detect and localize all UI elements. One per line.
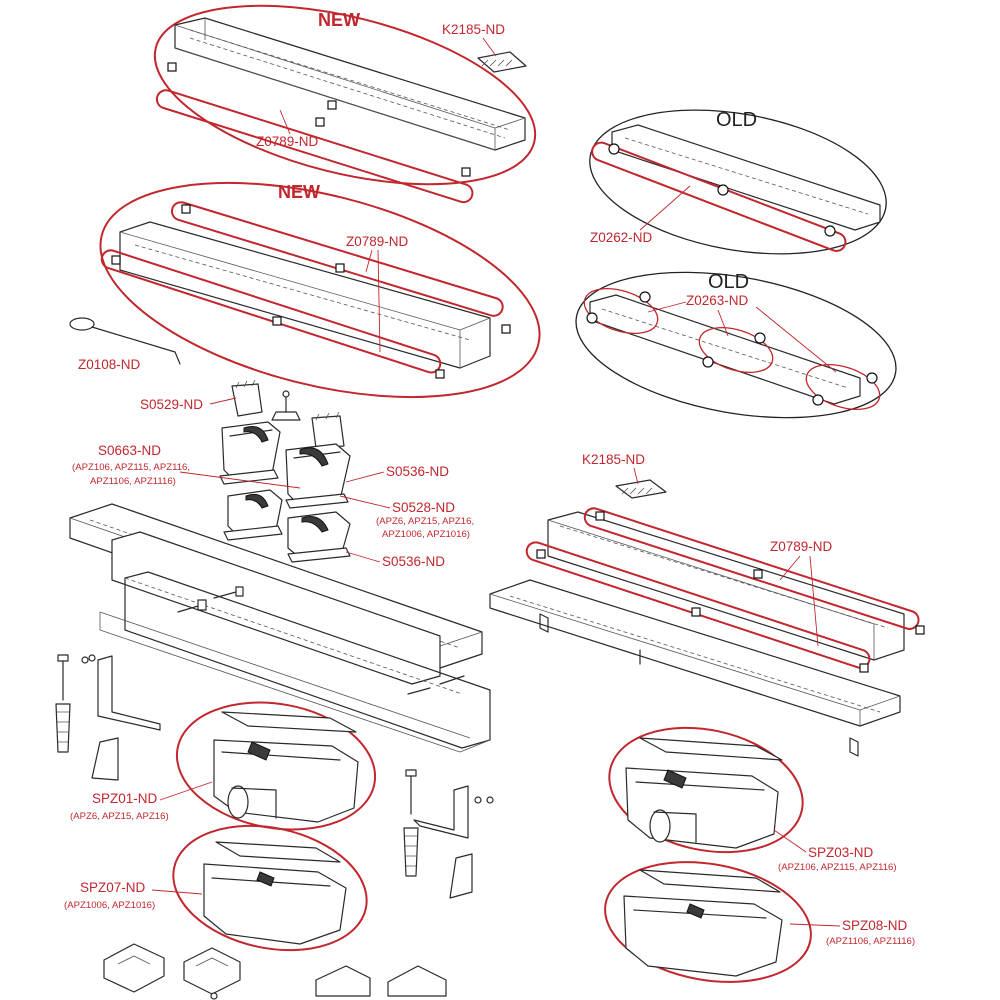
label-s0529: S0529-ND — [140, 397, 203, 412]
s0528-basket-lower-right — [287, 511, 351, 563]
s0536-basket-upper-left — [219, 421, 281, 485]
s0536-basket-upper-right — [285, 443, 351, 509]
k2185-pad-right — [615, 479, 667, 499]
label-s0536-a: S0536-ND — [386, 464, 449, 479]
anchor-left — [55, 703, 71, 753]
label-spz08-sub: (APZ1106, APZ1116) — [826, 936, 915, 947]
siphon-inserts — [219, 379, 351, 563]
s0529-fin-left — [231, 379, 263, 417]
label-spz01: SPZ01-ND — [92, 791, 158, 806]
gasket-strip-mid-lower — [100, 249, 442, 374]
drain-channel-right-lower — [489, 511, 905, 757]
outline-ellipse-old-mid — [575, 271, 897, 419]
gasket-strip-mid-upper — [170, 201, 504, 317]
marker-new-top: NEW — [318, 10, 360, 30]
group-spz01 — [175, 701, 377, 831]
k2185-pad-top — [477, 51, 527, 73]
label-z0108: Z0108-ND — [78, 357, 141, 372]
drain-channel-mid — [119, 221, 491, 369]
label-z0789-right: Z0789-ND — [770, 539, 833, 554]
group-old-top: OLD Z0262-ND — [589, 109, 887, 255]
gasket-strip-right-upper — [583, 507, 920, 630]
group-spz07 — [172, 824, 368, 952]
label-s0663: S0663-ND — [98, 443, 161, 458]
group-spz08 — [604, 861, 812, 983]
label-spz07: SPZ07-ND — [80, 880, 146, 895]
label-s0528: S0528-ND — [392, 500, 455, 515]
outline-ellipse-old-top — [589, 109, 887, 255]
clip-1 — [167, 62, 177, 72]
s0529-fin-right — [311, 411, 345, 449]
clip-2 — [315, 117, 325, 127]
highlight-ellipse-new-mid — [99, 181, 541, 399]
highlight-ellipse-spz08 — [604, 861, 812, 983]
label-z0263: Z0263-ND — [686, 293, 749, 308]
label-k2185-top: K2185-ND — [442, 22, 505, 37]
label-z0789-mid: Z0789-ND — [346, 234, 409, 249]
gasket-strip-top — [155, 89, 474, 204]
group-old-mid: OLD Z0263-ND — [575, 271, 897, 419]
bracket-left-2 — [91, 737, 119, 781]
label-z0789-top: Z0789-ND — [256, 134, 319, 149]
label-k2185-right: K2185-ND — [582, 452, 645, 467]
highlight-ellipse-spz07 — [172, 824, 368, 952]
bracket-left-1 — [81, 654, 161, 731]
marker-new-mid: NEW — [278, 182, 320, 202]
clip-4 — [327, 100, 337, 110]
clip-3 — [461, 167, 471, 177]
group-new-mid: NEW Z0789-ND — [99, 181, 541, 399]
label-s0663-sub1: (APZ106, APZ115, APZ116, — [72, 462, 190, 473]
group-spz03 — [608, 726, 804, 854]
marker-old-mid: OLD — [708, 271, 749, 293]
s0528-basket-lower-left — [223, 489, 283, 541]
label-s0536-b: S0536-ND — [382, 554, 445, 569]
leveling-feet — [103, 943, 447, 1000]
bolt-right — [403, 769, 419, 877]
highlight-ellipse-spz03 — [608, 726, 804, 854]
label-s0663-sub2: APZ1106, APZ1116) — [90, 476, 176, 487]
drain-channel-left-lower — [69, 503, 491, 753]
drain-channel-top — [174, 17, 526, 151]
screws-left — [55, 586, 494, 899]
group-new-top: NEW K2185-ND Z0789-ND — [153, 4, 537, 204]
bolt-left — [57, 654, 69, 701]
z0108-key — [69, 317, 181, 365]
label-spz03: SPZ03-ND — [808, 845, 874, 860]
label-s0528-sub2: APZ1006, APZ1016) — [382, 529, 470, 540]
bracket-right-1 — [413, 785, 494, 839]
highlight-ellipse-new-top — [153, 4, 537, 186]
screw-small — [271, 390, 301, 421]
bracket-right-2 — [449, 853, 473, 899]
label-s0528-sub1: (APZ6, APZ15, APZ16, — [376, 516, 474, 527]
label-spz01-sub: (APZ6, APZ15, APZ16) — [70, 811, 169, 822]
label-spz03-sub: (APZ106, APZ115, APZ116) — [778, 862, 897, 873]
marker-old-top: OLD — [716, 109, 757, 131]
label-spz07-sub: (APZ1006, APZ1016) — [64, 900, 155, 911]
label-spz08: SPZ08-ND — [842, 918, 908, 933]
label-z0262: Z0262-ND — [590, 230, 653, 245]
